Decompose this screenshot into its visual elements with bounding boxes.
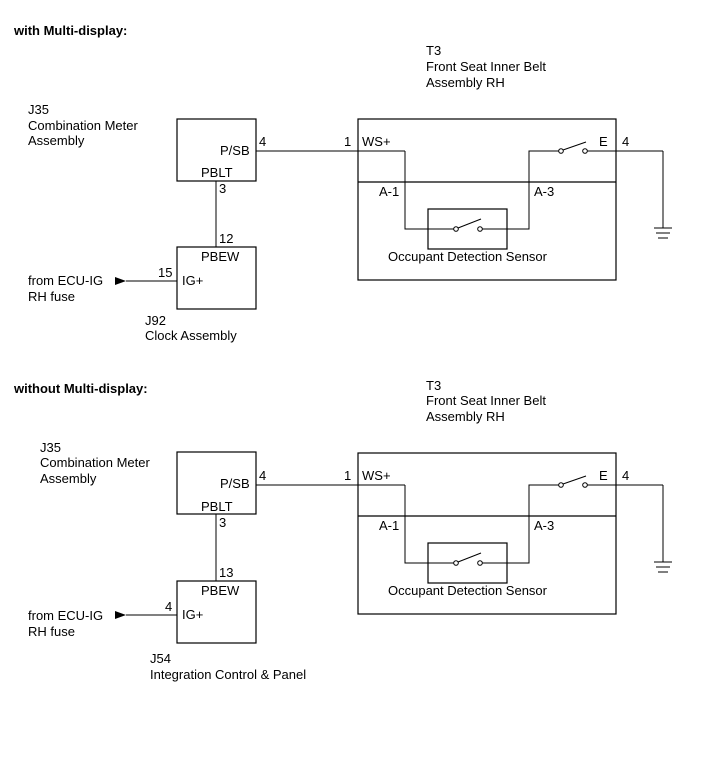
belt-switch-contact-left <box>558 148 564 154</box>
section-heading: without Multi-display: <box>13 381 148 396</box>
source-line1: from ECU-IG <box>28 273 103 288</box>
sensor-switch-icon <box>457 218 482 229</box>
sensor-label: Occupant Detection Sensor <box>388 249 548 264</box>
pin-ws-number: 1 <box>344 134 351 149</box>
pin-e-label: E <box>599 134 608 149</box>
pin-pblt-label: PBLT <box>201 499 233 514</box>
ground-icon <box>654 227 672 239</box>
pin-a3-label: A-3 <box>534 518 554 533</box>
pin-pblt-number: 3 <box>219 181 226 196</box>
meter-name-line1: Combination Meter <box>40 455 150 470</box>
belt-name-line1: Front Seat Inner Belt <box>426 393 546 408</box>
sensor-switch-contact-right <box>477 226 483 232</box>
pin-pbew-number: 12 <box>219 231 233 246</box>
meter-code: J35 <box>40 440 61 455</box>
pin-a3-label: A-3 <box>534 184 554 199</box>
lower-box <box>176 580 257 644</box>
wire-a3 <box>480 484 561 564</box>
source-line2: RH fuse <box>28 289 75 304</box>
wire-a1 <box>404 151 456 230</box>
pin-ws-label: WS+ <box>362 468 391 483</box>
pin-e-number: 4 <box>622 468 629 483</box>
section-with-multi-display: with Multi-display: J35 Combination Mete… <box>13 23 672 343</box>
pin-psb-number: 4 <box>259 134 266 149</box>
sensor-box <box>427 208 508 250</box>
pin-ig-label: IG+ <box>182 607 203 622</box>
belt-name-line2: Assembly RH <box>426 409 505 424</box>
lower-code: J54 <box>150 651 171 666</box>
belt-switch-icon <box>562 475 587 485</box>
wire-a3 <box>480 150 561 230</box>
section-without-multi-display: without Multi-display: J35 Combination M… <box>13 378 672 682</box>
wire-a1 <box>404 485 456 564</box>
source-line1: from ECU-IG <box>28 608 103 623</box>
lower-name: Integration Control & Panel <box>150 667 306 682</box>
pin-ws-number: 1 <box>344 468 351 483</box>
source-arrow-icon <box>115 277 126 285</box>
pin-ig-number: 15 <box>158 265 172 280</box>
source-line2: RH fuse <box>28 624 75 639</box>
pin-pblt-number: 3 <box>219 515 226 530</box>
belt-name-line1: Front Seat Inner Belt <box>426 59 546 74</box>
section-heading: with Multi-display: <box>13 23 127 38</box>
pin-psb-number: 4 <box>259 468 266 483</box>
meter-name-line1: Combination Meter <box>28 118 138 133</box>
pin-ig-label: IG+ <box>182 273 203 288</box>
pin-psb-label: P/SB <box>220 476 250 491</box>
meter-name-line2: Assembly <box>28 133 85 148</box>
lower-name: Clock Assembly <box>145 328 237 343</box>
belt-box <box>357 118 617 281</box>
belt-switch-icon <box>562 141 587 151</box>
meter-code: J35 <box>28 102 49 117</box>
pin-a1-label: A-1 <box>379 518 399 533</box>
pin-a1-label: A-1 <box>379 184 399 199</box>
sensor-switch-contact-left <box>453 560 459 566</box>
pin-pbew-label: PBEW <box>201 583 240 598</box>
ground-icon <box>654 561 672 573</box>
belt-switch-contact-right <box>582 148 588 154</box>
belt-name-line2: Assembly RH <box>426 75 505 90</box>
pin-pbew-number: 13 <box>219 565 233 580</box>
pin-e-label: E <box>599 468 608 483</box>
sensor-switch-icon <box>457 552 482 563</box>
pin-e-number: 4 <box>622 134 629 149</box>
lower-code: J92 <box>145 313 166 328</box>
pin-psb-label: P/SB <box>220 143 250 158</box>
pin-ws-label: WS+ <box>362 134 391 149</box>
source-arrow-icon <box>115 611 126 619</box>
pin-pblt-label: PBLT <box>201 165 233 180</box>
sensor-box <box>427 542 508 584</box>
pin-ig-number: 4 <box>165 599 172 614</box>
belt-switch-contact-left <box>558 482 564 488</box>
belt-code: T3 <box>426 43 441 58</box>
belt-code: T3 <box>426 378 441 393</box>
sensor-switch-contact-left <box>453 226 459 232</box>
sensor-switch-contact-right <box>477 560 483 566</box>
belt-box <box>357 452 617 615</box>
sensor-label: Occupant Detection Sensor <box>388 583 548 598</box>
lower-box <box>176 246 257 310</box>
belt-switch-contact-right <box>582 482 588 488</box>
pin-pbew-label: PBEW <box>201 249 240 264</box>
meter-name-line2: Assembly <box>40 471 97 486</box>
